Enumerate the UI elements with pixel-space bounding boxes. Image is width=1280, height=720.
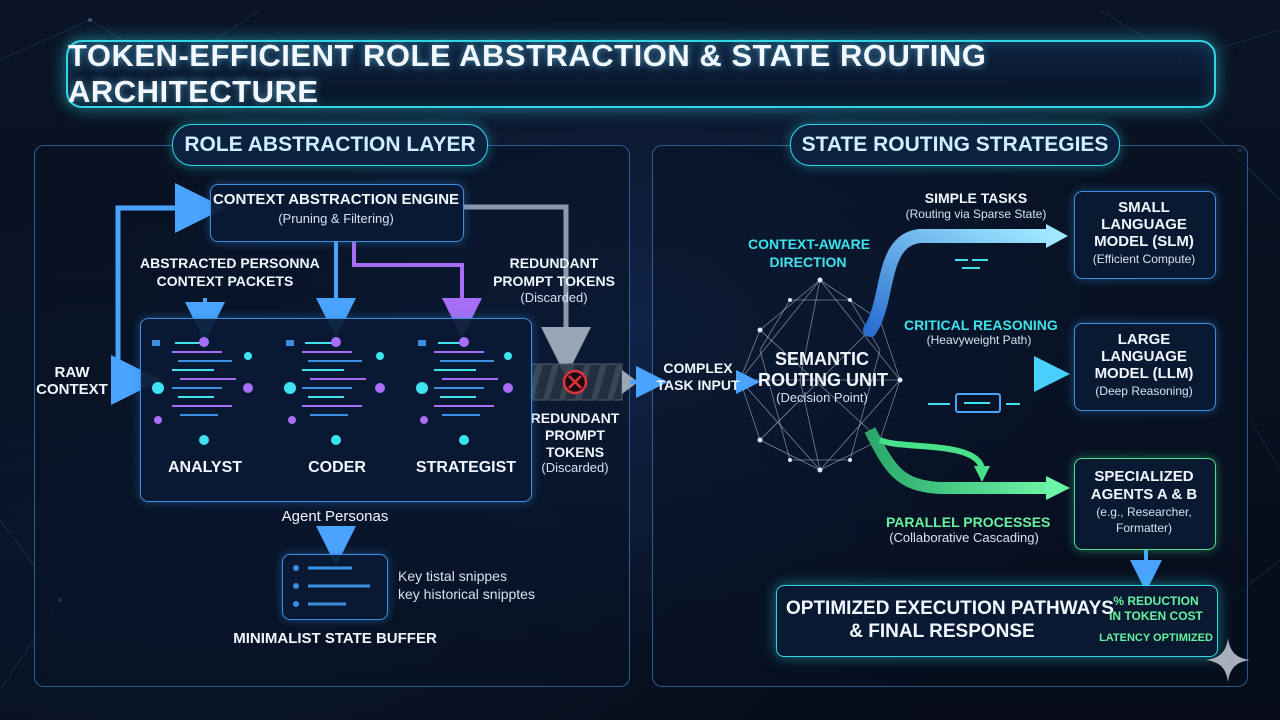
latency-label: LATENCY OPTIMIZED [1099,632,1213,644]
final-title-line1: OPTIMIZED EXECUTION PATHWAYS [786,598,1114,619]
parallel-title: PARALLEL PROCESSES [886,514,1051,530]
context-aware-line2: DIRECTION [769,254,847,270]
agents-box [1074,458,1216,550]
persona-strategist: STRATEGIST [415,459,517,476]
context-aware-line1: CONTEXT-AWARE [748,236,871,252]
personas-container [140,318,532,502]
role-abstraction-header: ROLE ABSTRACTION LAYER [172,124,488,166]
slm-line1: SMALL [1118,199,1170,216]
agents-sub-line2: Formatter) [1115,521,1172,535]
redundant-mid-line2: PROMPT [545,427,605,443]
agents-line2: AGENTS A & B [1090,486,1198,503]
state-routing-header: STATE ROUTING STRATEGIES [790,124,1120,166]
slm-line3: MODEL (SLM) [1094,233,1194,250]
simple-tasks-title: SIMPLE TASKS [924,190,1028,206]
state-buffer [282,554,388,620]
context-abstraction-engine [210,184,464,242]
critical-subtitle: (Heavyweight Path) [926,333,1032,347]
llm-box [1074,323,1216,411]
snippet-line2: key historical snipptes [398,586,535,602]
simple-tasks-subtitle: (Routing via Sparse State) [905,207,1047,221]
llm-line2: LANGUAGE [1101,348,1187,365]
title-banner: TOKEN-EFFICIENT ROLE ABSTRACTION & STATE… [66,38,1216,109]
redundant-top-line2: PROMPT TOKENS [493,273,615,289]
redundant-top-note: (Discarded) [520,290,588,305]
slm-line2: LANGUAGE [1101,216,1187,233]
agents-line1: SPECIALIZED [1094,468,1194,485]
parallel-subtitle: (Collaborative Cascading) [889,530,1039,545]
redundant-top-line1: REDUNDANT [509,255,599,271]
engine-title: CONTEXT ABSTRACTION ENGINE [212,191,460,208]
router-title-line2: ROUTING UNIT [758,370,888,390]
final-response-box [776,585,1218,657]
reduction-line2: IN TOKEN COST [1109,609,1203,623]
agents-sub-line1: (e.g., Researcher, [1096,505,1192,519]
main-title: TOKEN-EFFICIENT ROLE ABSTRACTION & STATE… [68,38,987,109]
reduction-line1: % REDUCTION [1113,594,1199,608]
engine-subtitle: (Pruning & Filtering) [278,211,394,226]
complex-input-line2: TASK INPUT [656,377,740,393]
llm-subtitle: (Deep Reasoning) [1095,384,1193,398]
final-title-line2: & FINAL RESPONSE [849,621,1035,642]
personas-caption: Agent Personas [281,508,389,525]
redundant-mid-note: (Discarded) [541,460,609,475]
router-subtitle: (Decision Point) [776,390,868,405]
redundant-mid-line1: REDUNDANT [530,410,620,426]
complex-input-line1: COMPLEX [663,360,733,376]
slm-subtitle: (Efficient Compute) [1092,252,1196,266]
redundant-mid-line3: TOKENS [545,444,605,460]
raw-context-line2: CONTEXT [36,381,108,398]
buffer-label: MINIMALIST STATE BUFFER [233,630,437,647]
raw-context-line1: RAW [54,364,90,381]
persona-analyst: ANALYST [167,459,243,476]
router-title-line1: SEMANTIC [775,349,869,369]
llm-line1: LARGE [1117,331,1171,348]
llm-line3: MODEL (LLM) [1094,365,1194,382]
packets-label-line1: ABSTRACTED PERSONNA [140,255,320,271]
critical-title: CRITICAL REASONING [904,317,1058,333]
slm-box [1074,191,1216,279]
packets-label-line2: CONTEXT PACKETS [156,273,294,289]
snippet-line1: Key tistal snippes [398,568,507,584]
persona-coder: CODER [308,459,366,476]
